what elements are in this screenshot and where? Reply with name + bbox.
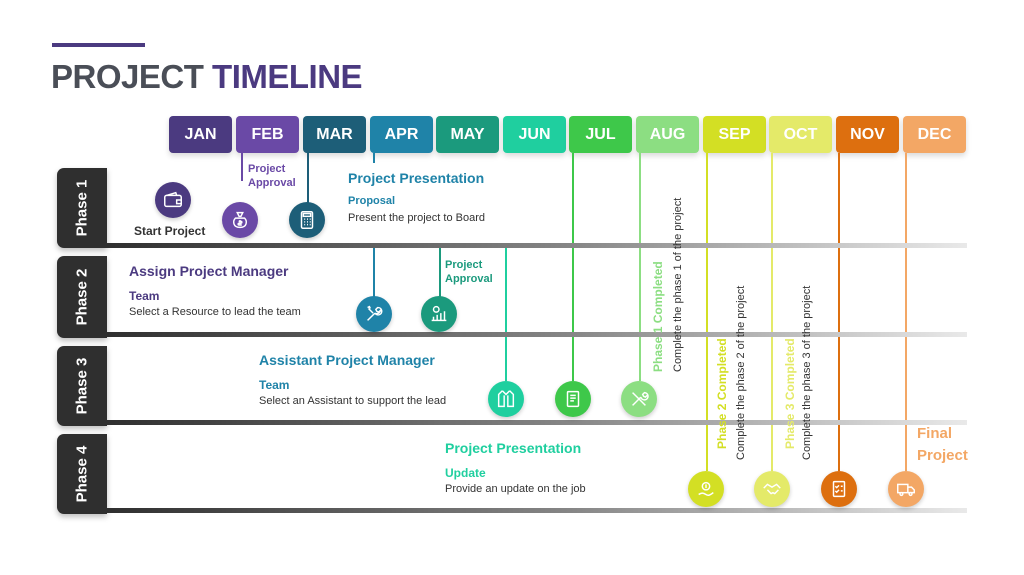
handshake-icon [754, 471, 790, 507]
phase3-milestone: Phase 3 Completed [783, 338, 797, 449]
page-title: PROJECT TIMELINE [51, 58, 363, 96]
phase3-subtitle: Team [259, 378, 290, 392]
wrench-icon [621, 381, 657, 417]
month-feb: FEB [236, 116, 299, 153]
phase4-title: Project Presentation [445, 440, 582, 456]
phase-1-line [107, 243, 967, 248]
connector-oct [771, 153, 773, 471]
connector-feb [241, 153, 243, 181]
phase-3-line [107, 420, 967, 425]
phase1-milestone-title: Phase 1 Completed [651, 261, 665, 372]
month-apr: APR [370, 116, 433, 153]
tools-icon [356, 296, 392, 332]
phase-2-tab: Phase 2 [57, 256, 107, 338]
phase3-title: Assistant Project Manager [259, 352, 435, 368]
connector-apr-top [373, 153, 375, 163]
phase2-milestone-title: Phase 2 Completed [715, 338, 729, 449]
title-part-2: TIMELINE [212, 58, 363, 95]
phase-3-tab: Phase 3 [57, 346, 107, 426]
connector-mar [307, 153, 309, 205]
month-mar: MAR [303, 116, 366, 153]
month-jul: JUL [569, 116, 632, 153]
phase1-approval-line1: Project [248, 163, 286, 175]
final-project-line2: Project [917, 447, 968, 464]
delivery-truck-icon [888, 471, 924, 507]
checklist-icon [821, 471, 857, 507]
phase1-presentation-subtitle: Proposal [348, 195, 396, 207]
money-growth-icon [421, 296, 457, 332]
month-jan: JAN [169, 116, 232, 153]
wallet-icon [155, 182, 191, 218]
phase1-milestone: Phase 1 Completed [651, 261, 665, 372]
connector-sep [706, 153, 708, 471]
phase3-desc: Select an Assistant to support the lead [259, 395, 447, 407]
month-jun: JUN [503, 116, 566, 153]
month-may: MAY [436, 116, 499, 153]
month-oct: OCT [769, 116, 832, 153]
phase3-milestone-title: Phase 3 Completed [783, 338, 797, 449]
connector-dec [905, 153, 907, 471]
final-project-line1: Final [917, 425, 953, 442]
dollar-hand-icon [688, 471, 724, 507]
phase-2-line [107, 332, 967, 337]
document-icon [555, 381, 591, 417]
month-sep: SEP [703, 116, 766, 153]
title-part-1: PROJECT [51, 58, 204, 95]
phase2-desc: Select a Resource to lead the team [129, 306, 301, 318]
connector-may [439, 243, 441, 297]
vest-icon [488, 381, 524, 417]
phase1-approval-line2: Approval [248, 177, 296, 189]
phase2-milestone: Phase 2 Completed [715, 338, 729, 449]
phase2-milestone-desc: Complete the phase 2 of the project [735, 285, 747, 460]
phase1-presentation-title: Project Presentation [348, 170, 485, 186]
calculator-icon [289, 202, 325, 238]
phase3-milestone-desc: Complete the phase 3 of the project [801, 285, 813, 460]
month-dec: DEC [903, 116, 966, 153]
phase2-title: Assign Project Manager [129, 263, 289, 279]
connector-jul [572, 153, 574, 381]
money-bag-icon [222, 202, 258, 238]
phase2-subtitle: Team [129, 289, 160, 303]
connector-apr [373, 243, 375, 297]
start-project-label: Start Project [134, 224, 206, 238]
phase-4-line [107, 508, 967, 513]
phase1-milestone-desc: Complete the phase 1 of the project [672, 197, 684, 372]
month-nov: NOV [836, 116, 899, 153]
connector-aug [639, 153, 641, 381]
phase1-presentation-desc: Present the project to Board [348, 212, 485, 224]
phase4-subtitle: Update [445, 466, 486, 480]
phase4-desc: Provide an update on the job [445, 483, 586, 495]
phase2-approval-line2: Approval [445, 273, 493, 285]
connector-jun [505, 243, 507, 381]
phase-4-tab: Phase 4 [57, 434, 107, 514]
phase-1-tab: Phase 1 [57, 168, 107, 248]
month-aug: AUG [636, 116, 699, 153]
title-accent-bar [52, 43, 145, 47]
connector-nov [838, 153, 840, 471]
phase2-approval-line1: Project [445, 259, 483, 271]
